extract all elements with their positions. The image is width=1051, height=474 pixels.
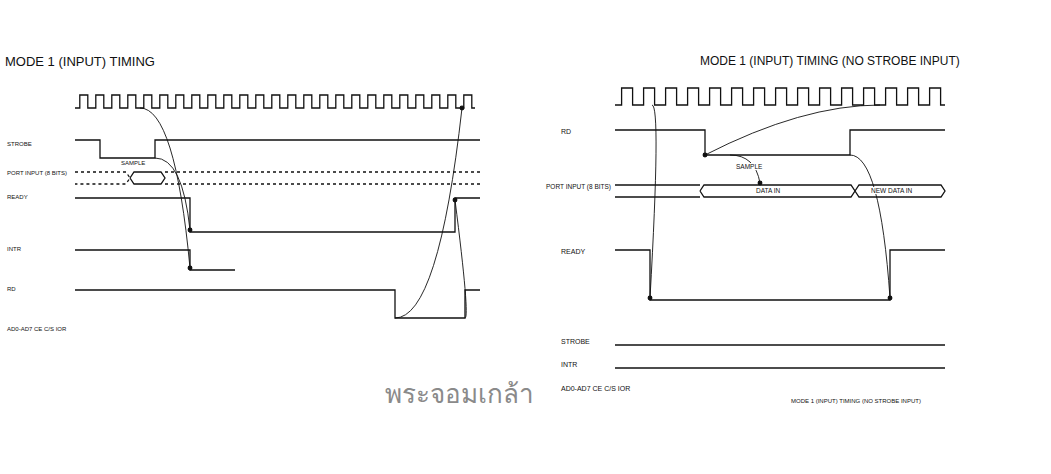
waveform [615, 196, 700, 197]
waveform [615, 250, 945, 300]
waveform [130, 172, 165, 184]
waveform [700, 185, 855, 197]
waveform [75, 198, 480, 232]
signal-name: AD0-AD7 CE C/S IOR [560, 385, 631, 393]
waveform [615, 88, 945, 105]
dependency-arrow [705, 105, 880, 155]
signal-name: SAMPLE [120, 160, 146, 167]
waveform [75, 172, 130, 184]
signal-name: SAMPLE [735, 163, 763, 170]
signal-name: MODE 1 (INPUT) TIMING (NO STROBE INPUT) [790, 398, 922, 405]
waveform [615, 367, 945, 368]
arrow-dot [758, 181, 762, 185]
signal-name: RD [560, 128, 572, 136]
arrow-dot [188, 228, 192, 232]
signal-name: DATA IN [755, 187, 781, 194]
arrow-dot [460, 106, 464, 110]
waveform-group [75, 88, 945, 368]
waveform [165, 171, 480, 172]
waveform [75, 140, 480, 158]
signal-name: PORT INPUT (8 BITS) [545, 183, 612, 190]
dependency-arrow [650, 105, 656, 298]
dependency-arrow [395, 108, 462, 318]
panel-title: MODE 1 (INPUT) TIMING [5, 55, 155, 69]
signal-name: PORT INPUT (8 BITS) [6, 170, 68, 177]
signal-name: AD0-AD7 CE C/S IOR [6, 326, 67, 333]
panel-title: MODE 1 (INPUT) TIMING (NO STROBE INPUT) [700, 55, 960, 68]
waveform [855, 185, 945, 197]
waveform [75, 290, 480, 318]
signal-name: INTR [6, 246, 22, 253]
waveform [615, 130, 945, 155]
dependency-arrow [850, 155, 890, 298]
arrow-dot [888, 296, 892, 300]
watermark: พระจอมเกล้า [385, 380, 534, 409]
signal-name: STROBE [6, 141, 33, 148]
signal-name: READY [6, 194, 29, 201]
arrow-dot [188, 266, 192, 270]
dependency-arrow [455, 200, 466, 318]
signal-name: NEW DATA IN [870, 187, 913, 194]
signal-name: READY [560, 248, 586, 256]
arrow-dot [648, 296, 652, 300]
waveform [615, 184, 700, 185]
waveform [75, 250, 235, 270]
signal-name: STROBE [560, 338, 591, 346]
arrow-dot [703, 153, 707, 157]
waveform [615, 344, 945, 345]
dependency-arrow [140, 108, 190, 268]
signal-name: INTR [560, 361, 578, 369]
waveform [165, 183, 480, 184]
arrow-dot [453, 198, 457, 202]
signal-name: RD [6, 286, 17, 293]
waveform [75, 95, 475, 108]
